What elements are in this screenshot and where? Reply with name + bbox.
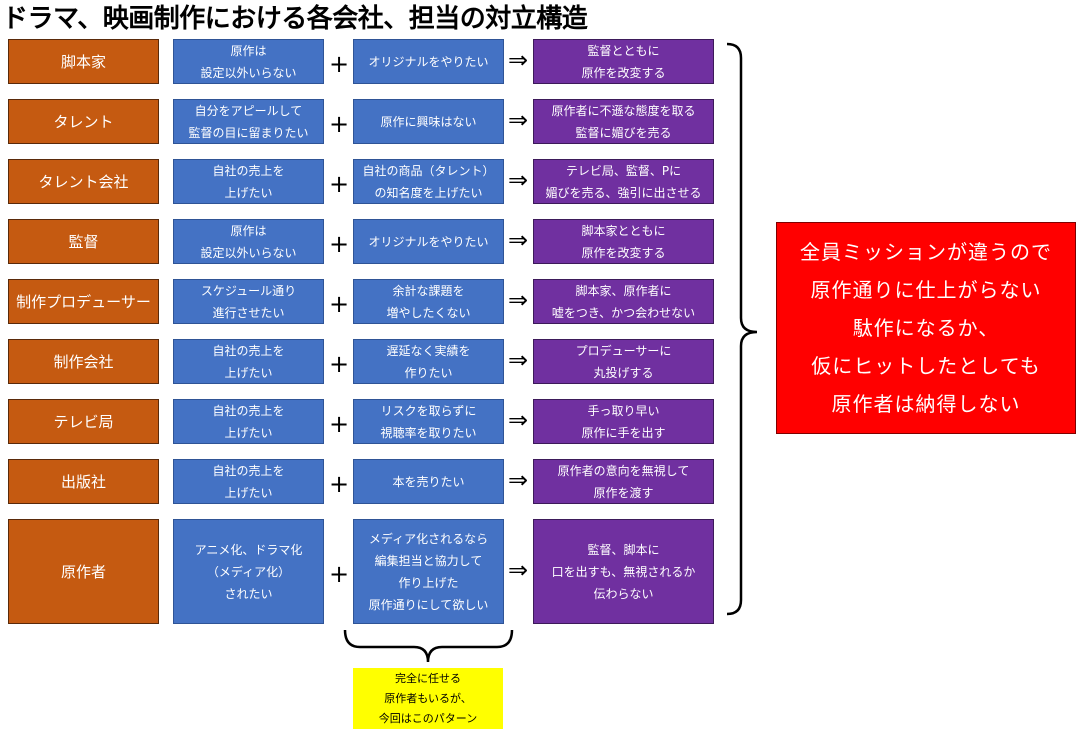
row-2-want2: 自社の商品（タレント） の知名度を上げたい [353, 159, 504, 204]
implies-arrow-icon: ⇒ [507, 45, 529, 74]
implies-arrow-icon: ⇒ [507, 345, 529, 374]
row-6-want1: 自社の売上を 上げたい [173, 399, 324, 444]
plus-symbol: + [328, 109, 350, 138]
row-6-want2: リスクを取らずに 視聴率を取りたい [353, 399, 504, 444]
row-4-want2: 余計な課題を 増やしたくない [353, 279, 504, 324]
plus-symbol: + [328, 469, 350, 498]
row-1-want2: 原作に興味はない [353, 99, 504, 144]
implies-arrow-icon: ⇒ [507, 165, 529, 194]
row-8-role: 原作者 [8, 519, 159, 624]
plus-symbol: + [328, 229, 350, 258]
implies-arrow-icon: ⇒ [507, 465, 529, 494]
row-2-want1: 自社の売上を 上げたい [173, 159, 324, 204]
right-curly-brace [726, 42, 758, 616]
row-8-want1: アニメ化、ドラマ化 （メディア化） されたい [173, 519, 324, 624]
row-1-action: 原作者に不遜な態度を取る 監督に媚びを売る [533, 99, 714, 144]
note-box: 完全に任せる 原作者もいるが、 今回はこのパターン [353, 668, 503, 729]
row-2-action: テレビ局、監督、Pに 媚びを売る、強引に出させる [533, 159, 714, 204]
conclusion-box: 全員ミッションが違うので 原作通りに仕上がらない 駄作になるか、 仮にヒットした… [776, 222, 1076, 434]
row-8-action: 監督、脚本に 口を出すも、無視されるか 伝わらない [533, 519, 714, 624]
plus-symbol: + [328, 349, 350, 378]
row-0-role: 脚本家 [8, 39, 159, 84]
plus-symbol: + [328, 169, 350, 198]
row-5-action: プロデューサーに 丸投げする [533, 339, 714, 384]
row-8-want2: メディア化されるなら 編集担当と協力して 作り上げた 原作通りにして欲しい [353, 519, 504, 624]
row-3-want2: オリジナルをやりたい [353, 219, 504, 264]
implies-arrow-icon: ⇒ [507, 225, 529, 254]
implies-arrow-icon: ⇒ [507, 285, 529, 314]
row-1-want1: 自分をアピールして 監督の目に留まりたい [173, 99, 324, 144]
row-3-want1: 原作は 設定以外いらない [173, 219, 324, 264]
row-4-want1: スケジュール通り 進行させたい [173, 279, 324, 324]
row-3-action: 脚本家とともに 原作を改変する [533, 219, 714, 264]
row-0-want1: 原作は 設定以外いらない [173, 39, 324, 84]
row-3-role: 監督 [8, 219, 159, 264]
row-7-want1: 自社の売上を 上げたい [173, 459, 324, 504]
row-5-want1: 自社の売上を 上げたい [173, 339, 324, 384]
row-7-role: 出版社 [8, 459, 159, 504]
plus-symbol: + [328, 289, 350, 318]
implies-arrow-icon: ⇒ [507, 105, 529, 134]
implies-arrow-icon: ⇒ [507, 555, 529, 584]
bottom-curly-brace [343, 629, 514, 663]
plus-symbol: + [328, 49, 350, 78]
row-0-want2: オリジナルをやりたい [353, 39, 504, 84]
row-1-role: タレント [8, 99, 159, 144]
row-5-want2: 遅延なく実績を 作りたい [353, 339, 504, 384]
row-4-role: 制作プロデューサー [8, 279, 159, 324]
plus-symbol: + [328, 559, 350, 588]
page-title: ドラマ、映画制作における各会社、担当の対立構造 [2, 4, 588, 34]
plus-symbol: + [328, 409, 350, 438]
implies-arrow-icon: ⇒ [507, 405, 529, 434]
row-5-role: 制作会社 [8, 339, 159, 384]
row-6-action: 手っ取り早い 原作に手を出す [533, 399, 714, 444]
row-4-action: 脚本家、原作者に 嘘をつき、かつ会わせない [533, 279, 714, 324]
row-7-want2: 本を売りたい [353, 459, 504, 504]
row-2-role: タレント会社 [8, 159, 159, 204]
row-7-action: 原作者の意向を無視して 原作を渡す [533, 459, 714, 504]
row-0-action: 監督とともに 原作を改変する [533, 39, 714, 84]
row-6-role: テレビ局 [8, 399, 159, 444]
